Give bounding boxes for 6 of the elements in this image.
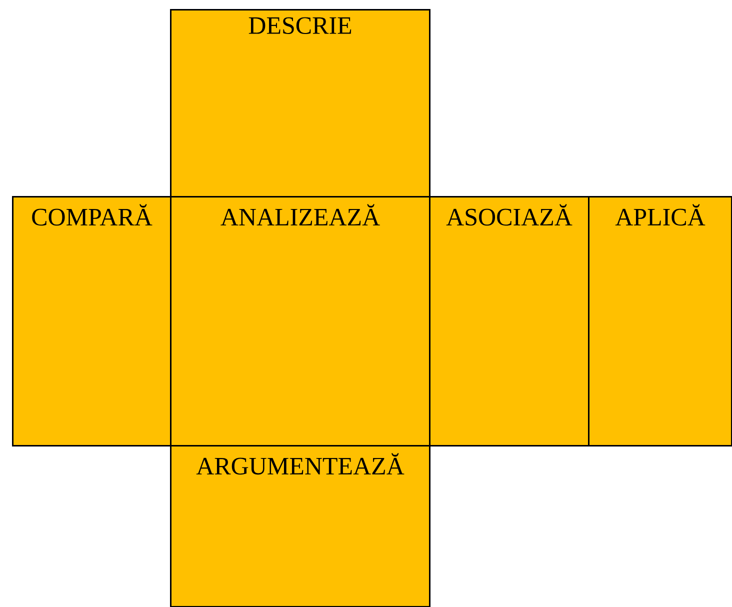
face-box: ARGUMENTEAZĂ (170, 445, 430, 607)
face-box: COMPARĂ (12, 196, 172, 446)
face-box: ASOCIAZĂ (429, 196, 590, 446)
face-box: ANALIZEAZĂ (170, 196, 430, 446)
face-box: DESCRIE (170, 9, 430, 198)
face-box: APLICĂ (588, 196, 732, 446)
